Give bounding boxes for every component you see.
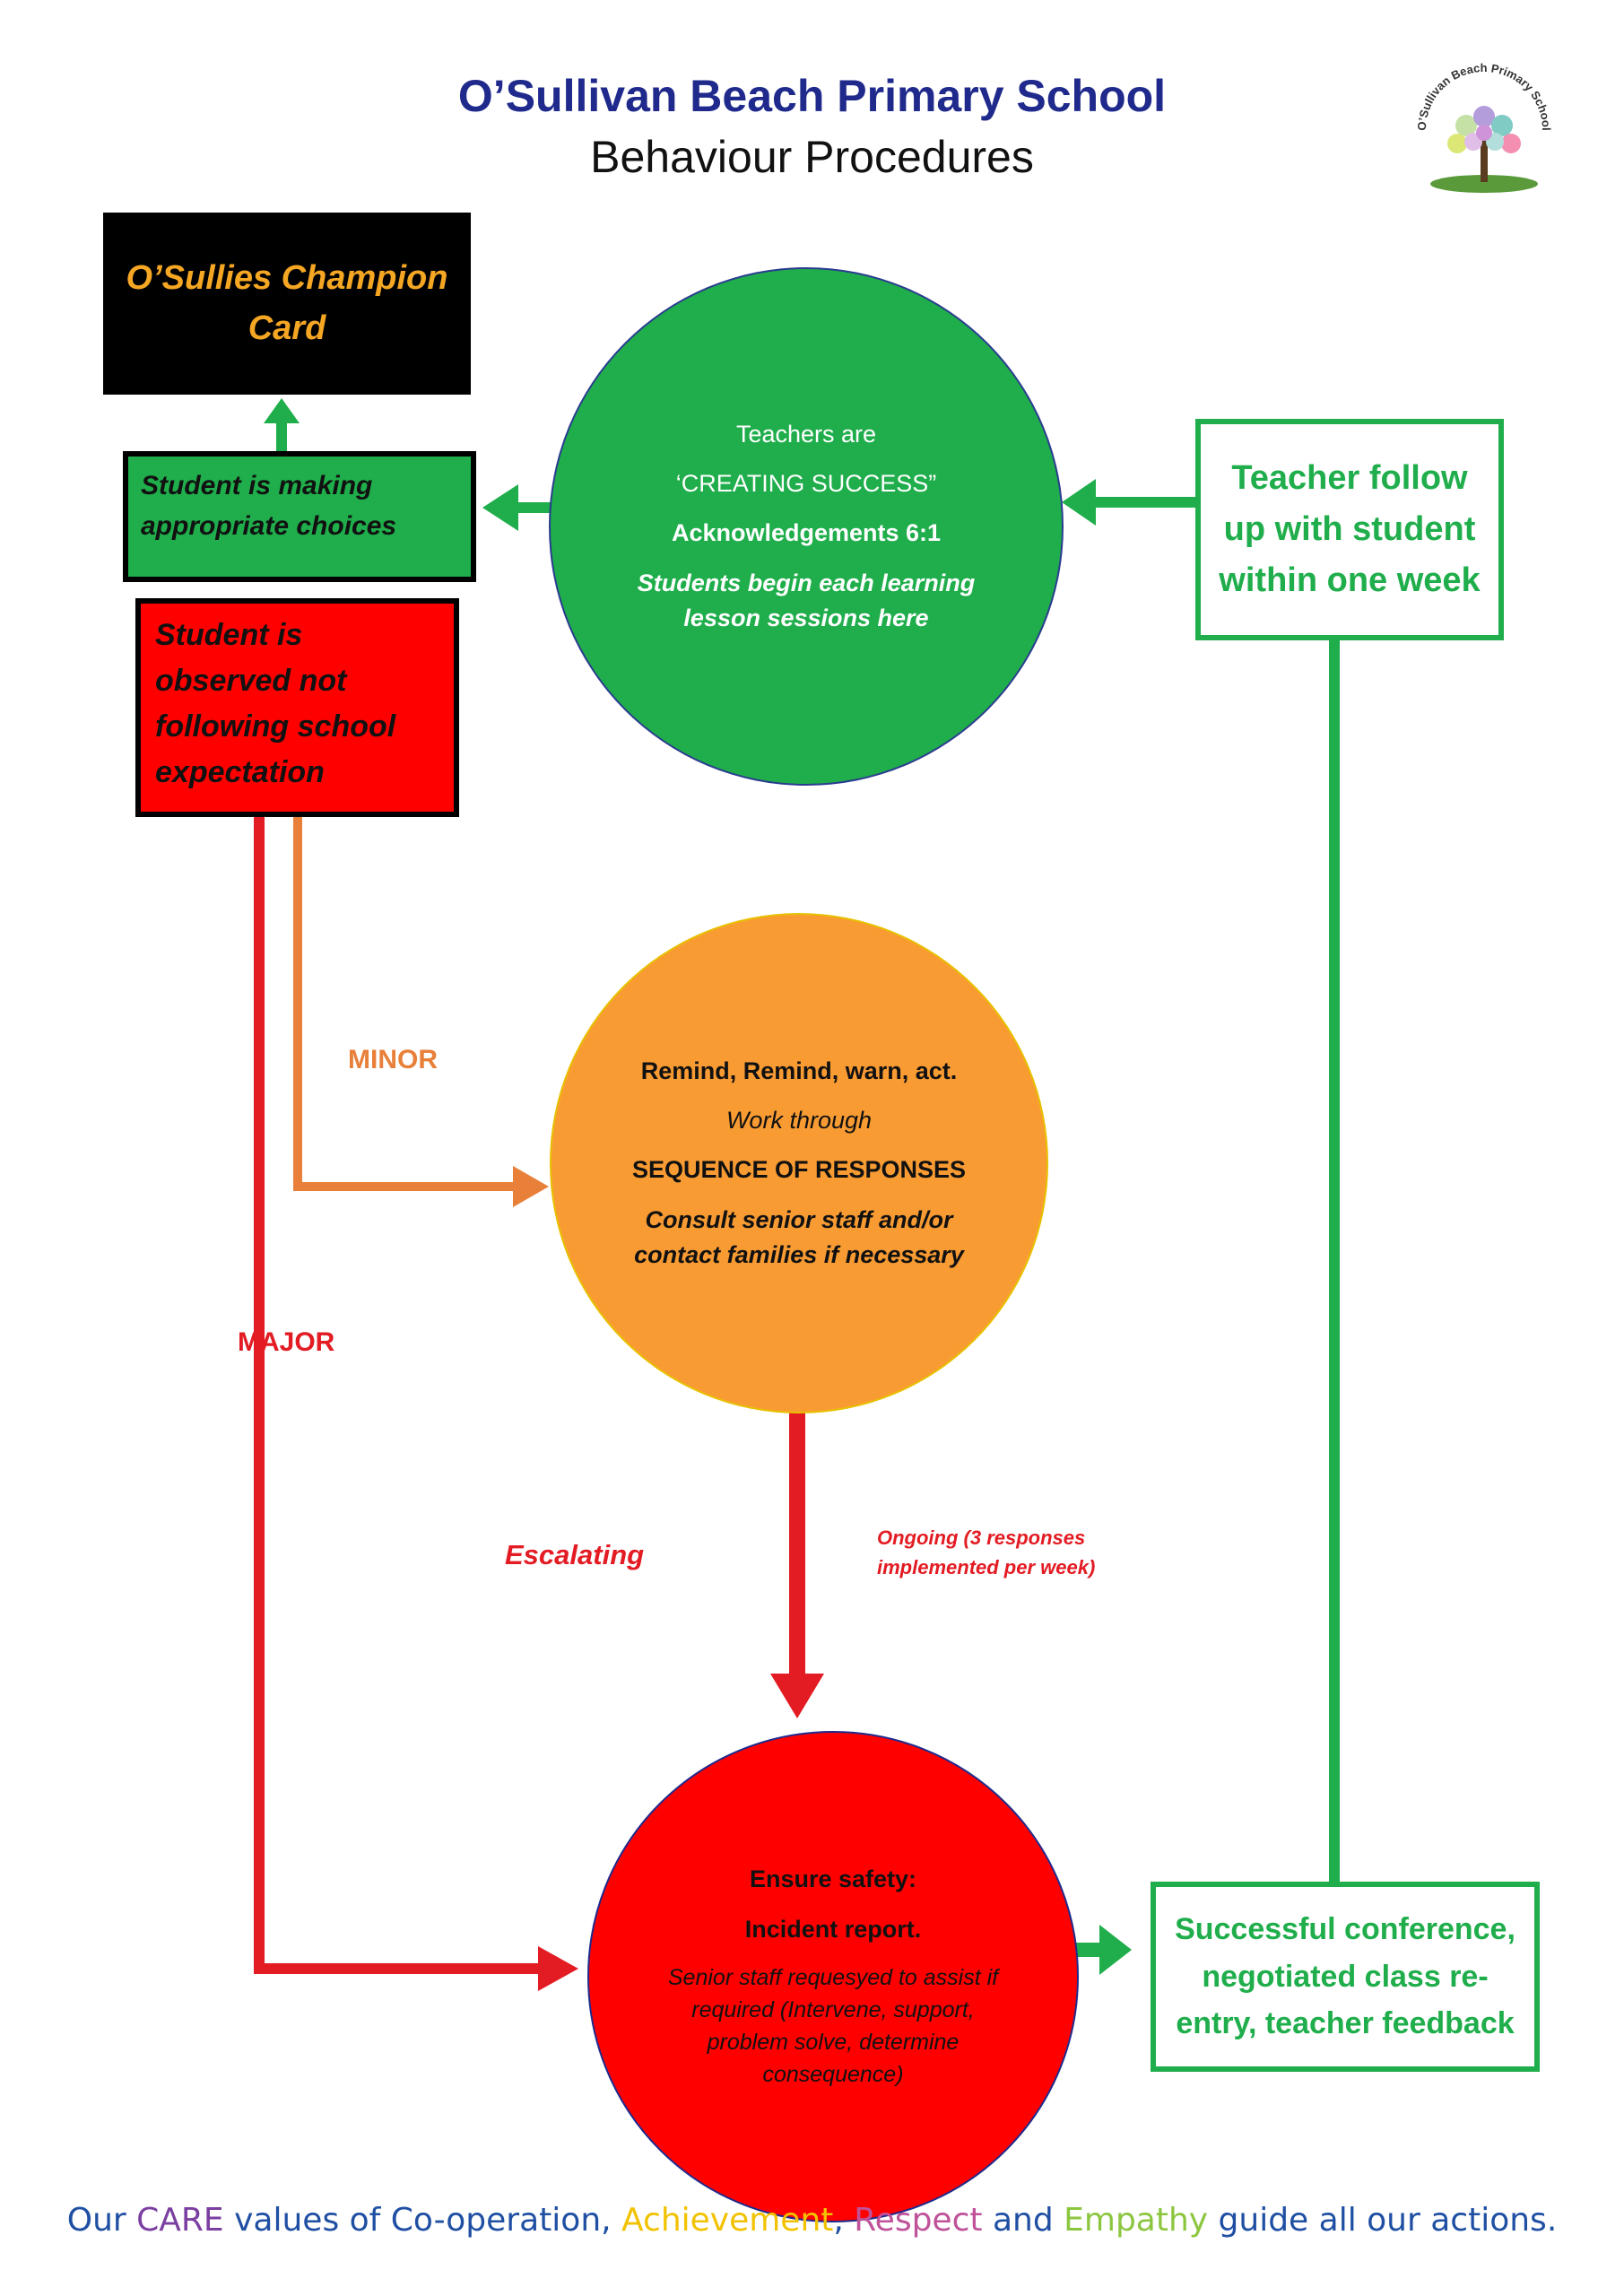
footer-care: CARE (136, 2202, 224, 2239)
care-values-footer: Our CARE values of Co-operation, Achieve… (0, 2202, 1624, 2239)
creating-success-circle: Teachers are ‘CREATING SUCCESS” Acknowle… (549, 267, 1064, 786)
footer-text-5: and (982, 2202, 1064, 2239)
arrow-escalating (770, 1408, 824, 1718)
ensure-safety-circle: Ensure safety: Incident report. Senior s… (587, 1731, 1079, 2222)
major-label: MAJOR (238, 1327, 335, 1357)
school-logo: O’Sullivan Beach Primary School (1415, 61, 1553, 193)
conference-box: Successful conference, negotiated class … (1151, 1882, 1540, 2072)
orange-line-4: Consult senior staff and/or contact fami… (634, 1205, 964, 1268)
ongoing-label: Ongoing (3 responses implemented per wee… (877, 1526, 1096, 1578)
major-path (254, 817, 578, 1991)
making-choices-box: Student is making appropriate choices (123, 451, 476, 582)
footer-text-2: values of (223, 2202, 391, 2239)
page-title: O’Sullivan Beach Primary School (457, 71, 1167, 121)
not-following-box: Student is observed not following school… (135, 598, 459, 817)
footer-empathy: Empathy (1064, 2202, 1209, 2239)
minor-label: MINOR (348, 1045, 438, 1074)
orange-line-2: Work through (725, 1107, 873, 1135)
red-line-3: Senior staff requesyed to assist if requ… (667, 1964, 999, 2088)
orange-line-1: Remind, Remind, warn, act. (640, 1057, 958, 1085)
green-line-4: Students begin each learning lesson sess… (637, 569, 976, 631)
champion-card-box: O’Sullies Champion Card (103, 213, 471, 395)
footer-achievement: Achievement (621, 2202, 834, 2239)
green-line-2: ‘CREATING SUCCESS” (675, 470, 937, 498)
footer-text-3: , (601, 2202, 622, 2239)
footer-text-1: Our (66, 2202, 137, 2239)
line-conference-to-followup (1329, 640, 1340, 1883)
footer-text-4: , (833, 2202, 855, 2239)
orange-line-3: SEQUENCE OF RESPONSES (631, 1156, 967, 1184)
minor-path (293, 817, 549, 1207)
footer-text-6: guide all our actions. (1208, 2202, 1558, 2239)
footer-cooperation: Co-operation (390, 2202, 602, 2239)
escalating-label: Escalating (505, 1539, 645, 1570)
footer-respect: Respect (854, 2202, 983, 2239)
red-line-1: Ensure safety: (749, 1866, 917, 1893)
arrow-up-to-champion (264, 398, 300, 451)
teacher-followup-box: Teacher follow up with student within on… (1195, 419, 1504, 640)
sequence-of-responses-circle: Remind, Remind, warn, act. Work through … (550, 913, 1048, 1413)
green-line-3: Acknowledgements 6:1 (671, 519, 942, 547)
page-subtitle: Behaviour Procedures (590, 132, 1034, 182)
red-line-2: Incident report. (744, 1915, 922, 1943)
green-line-1: Teachers are (735, 421, 877, 448)
arrow-followup-to-circle (1062, 479, 1195, 526)
arrow-circle-to-making (482, 484, 551, 531)
